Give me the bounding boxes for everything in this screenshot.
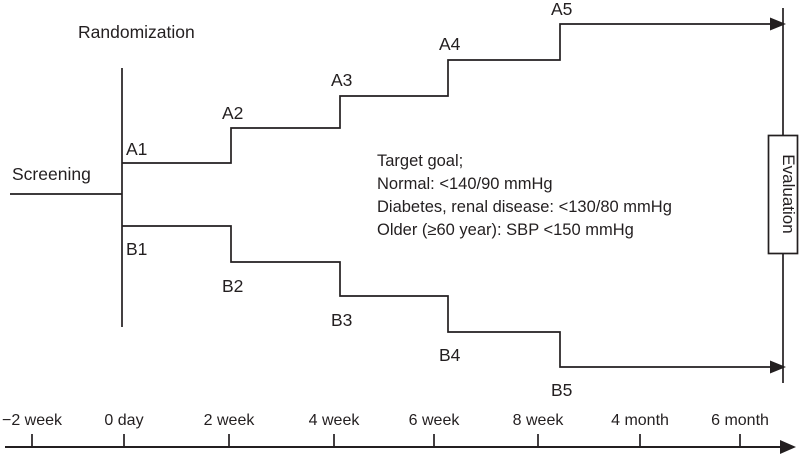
randomization-label: Randomization	[78, 22, 195, 42]
step-label-a2: A2	[222, 103, 243, 123]
target-goal-title: Target goal;	[377, 152, 463, 170]
target-goal-line-3: Older (≥60 year): SBP <150 mmHg	[377, 221, 634, 239]
timeline-tick-label-1: 0 day	[104, 412, 143, 429]
timeline-arrowhead	[780, 440, 796, 454]
evaluation-box	[767, 134, 799, 255]
target-goal-line-1: Normal: <140/90 mmHg	[377, 175, 553, 193]
arm-a-arrowhead	[770, 17, 786, 31]
timeline-tick-label-6: 4 month	[611, 412, 669, 429]
step-label-a3: A3	[331, 70, 352, 90]
arm-b-staircase	[122, 225, 770, 368]
timeline-tick-label-3: 4 week	[309, 412, 361, 429]
timeline-tick-label-0: −2 week	[2, 412, 63, 429]
timeline-tick-label-5: 8 week	[513, 412, 565, 429]
arm-b-arrowhead	[770, 360, 786, 374]
arm-a-staircase	[122, 23, 770, 164]
timeline-tick-label-7: 6 month	[711, 412, 769, 429]
step-label-a5: A5	[551, 0, 572, 19]
step-label-b4: B4	[439, 345, 461, 365]
target-goal-line-2: Diabetes, renal disease: <130/80 mmHg	[377, 198, 672, 216]
step-label-a4: A4	[439, 34, 461, 54]
step-label-b3: B3	[331, 310, 352, 330]
step-label-b1: B1	[126, 239, 147, 259]
step-label-b2: B2	[222, 276, 243, 296]
screening-label: Screening	[12, 164, 91, 184]
timeline-tick-label-4: 6 week	[409, 412, 461, 429]
step-label-a1: A1	[126, 139, 147, 159]
evaluation-label: Evaluation	[779, 154, 798, 233]
timeline-tick-label-2: 2 week	[204, 412, 256, 429]
step-label-b5: B5	[551, 380, 572, 400]
